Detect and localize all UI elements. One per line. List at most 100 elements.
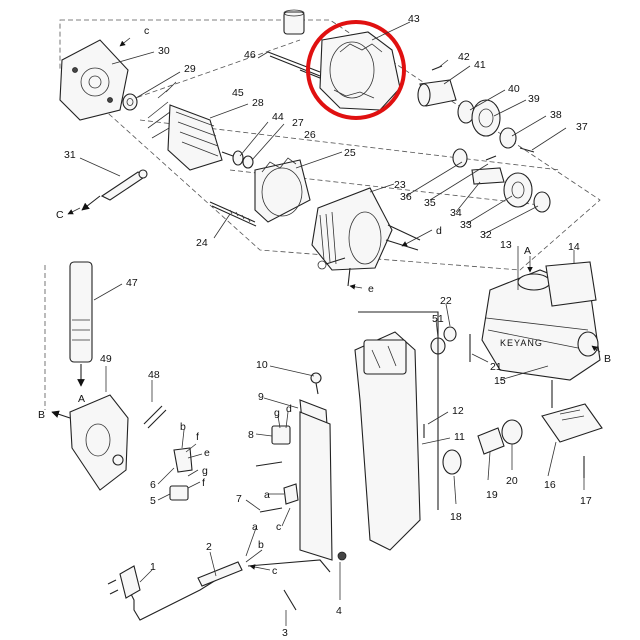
gear-39 [471, 99, 501, 137]
pin-37 [519, 147, 535, 153]
screw-45 [267, 51, 321, 77]
part-label-n21: 21 [490, 361, 502, 373]
part-label-a4: a [252, 521, 258, 533]
power-cord-1 [107, 564, 241, 621]
part-label-n26: 26 [304, 129, 316, 141]
part-label-f1: f [196, 431, 199, 443]
part-label-d1: d [436, 225, 442, 237]
field-stator-23 [311, 187, 421, 287]
spindle-41 [417, 79, 457, 107]
part-label-n20: 20 [506, 475, 518, 487]
part-label-n49: 49 [100, 353, 112, 365]
gear-shaft-34 [471, 167, 505, 185]
part-label-n42: 42 [458, 51, 470, 63]
brush-holder-8 [271, 425, 291, 445]
part-label-n48: 48 [148, 369, 160, 381]
part-label-n24: 24 [196, 237, 208, 249]
part-label-n27: 27 [292, 117, 304, 129]
trigger-16 [541, 403, 603, 443]
screw-8 [255, 461, 283, 467]
washer-22 [443, 326, 457, 342]
screw-3 [283, 589, 297, 611]
switch-body-4 [299, 411, 347, 561]
part-label-a3: a [264, 489, 270, 501]
handle-11 [354, 311, 439, 551]
part-label-n10: 10 [256, 359, 268, 371]
bearing-29 [122, 93, 138, 111]
part-label-n6: 6 [150, 479, 156, 491]
part-label-n14: 14 [568, 241, 580, 253]
part-label-b3: b [180, 421, 186, 433]
armature-28 [147, 81, 245, 171]
part-label-a1: A [524, 245, 531, 257]
shaft-31 [81, 169, 148, 211]
part-label-a2: A [78, 393, 85, 405]
fan-guide-25 [254, 157, 311, 223]
end-cover-30 [59, 39, 129, 121]
bearing-26 [242, 155, 254, 169]
part-label-n32: 32 [480, 229, 492, 241]
part-label-n36: 36 [400, 191, 412, 203]
part-label-n37: 37 [576, 121, 588, 133]
part-label-n13: 13 [500, 239, 512, 251]
part-label-n30: 30 [158, 45, 170, 57]
part-label-b1: B [604, 353, 611, 365]
assembly-frame-upper [59, 19, 601, 271]
carbon-brush-19 [477, 427, 505, 455]
carbon-brush-6 [173, 447, 193, 473]
part-label-c3: c [276, 521, 281, 533]
screw-7 [259, 507, 283, 513]
part-label-n17: 17 [580, 495, 592, 507]
cap-18 [442, 449, 462, 475]
part-label-n33: 33 [460, 219, 472, 231]
part-label-n22: 22 [440, 295, 452, 307]
part-label-n7: 7 [236, 493, 242, 505]
highlight-circle [306, 20, 406, 120]
part-label-e1: e [368, 283, 374, 295]
part-label-n4: 4 [336, 605, 342, 617]
part-label-c4: c [272, 565, 277, 577]
bearing-32 [533, 191, 551, 213]
brand-label: KEYANG [500, 338, 543, 348]
part-label-n40: 40 [508, 83, 520, 95]
part-label-e2: e [204, 447, 210, 459]
part-label-c1: c [144, 25, 149, 37]
part-label-n3: 3 [282, 627, 288, 639]
part-label-n2: 2 [206, 541, 212, 553]
part-label-n41: 41 [474, 59, 486, 71]
gear-housing-43 [319, 31, 401, 111]
part-label-n46: 46 [244, 49, 256, 61]
part-label-n18: 18 [450, 511, 462, 523]
brush-cap-5 [169, 485, 189, 501]
part-label-n12: 12 [452, 405, 464, 417]
part-label-n8: 8 [248, 429, 254, 441]
part-label-n47: 47 [126, 277, 138, 289]
part-label-n35: 35 [424, 197, 436, 209]
part-label-n43: 43 [408, 13, 420, 25]
part-label-g2: g [202, 465, 208, 477]
part-label-b4: b [258, 539, 264, 551]
brush-holder-20 [501, 419, 523, 445]
nameplate-14 [545, 261, 597, 307]
part-label-c2: C [56, 209, 64, 221]
part-label-n25: 25 [344, 147, 356, 159]
side-grip-47 [69, 261, 93, 387]
part-label-n34: 34 [450, 207, 462, 219]
part-label-n45: 45 [232, 87, 244, 99]
part-label-n31: 31 [64, 149, 76, 161]
part-label-n29: 29 [184, 63, 196, 75]
part-label-f2: f [202, 477, 205, 489]
key-35 [485, 155, 497, 161]
part-label-n15: 15 [494, 375, 506, 387]
part-label-b2: B [38, 409, 45, 421]
part-label-n44: 44 [272, 111, 284, 123]
part-label-n51: 51 [432, 313, 444, 325]
spacer-46 [283, 9, 305, 35]
part-label-n5: 5 [150, 495, 156, 507]
screw-48 [143, 405, 167, 429]
cord-guard-2 [197, 561, 243, 587]
part-label-n9: 9 [258, 391, 264, 403]
cord-wire-c [247, 559, 331, 573]
